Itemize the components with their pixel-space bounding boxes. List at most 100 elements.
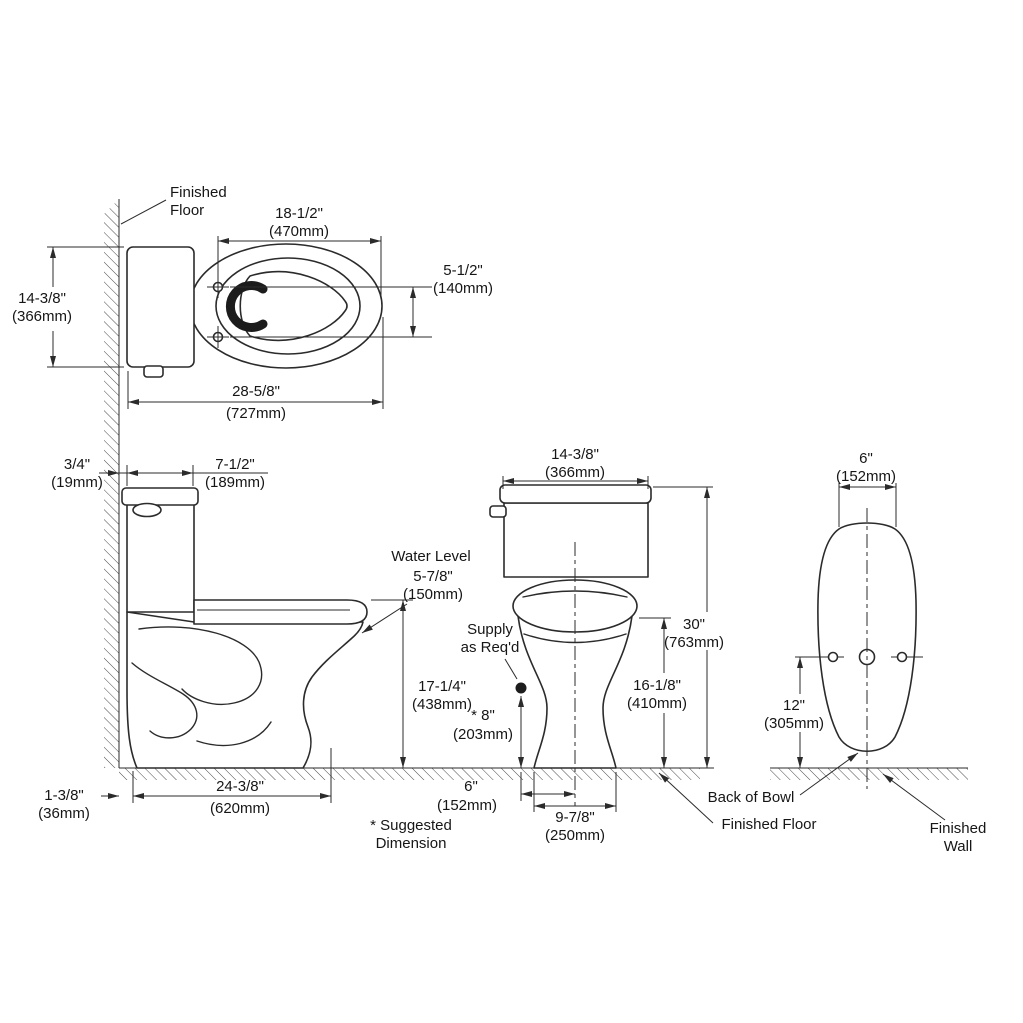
- dim-seat-height-in: 17-1/4": [418, 678, 466, 695]
- leader-line: [120, 199, 167, 225]
- leader-line: [658, 772, 714, 824]
- trapway-curve: [138, 626, 263, 706]
- dim-wall-to-front-mm: (620mm): [210, 800, 270, 817]
- supply-point: [515, 682, 527, 694]
- tank-lid-front: [499, 484, 652, 504]
- dim-rim-height-in: 16-1/8": [633, 677, 681, 694]
- back-of-bowl-label: Back of Bowl: [708, 789, 795, 806]
- label-supply: Supply as Req'd: [461, 621, 520, 656]
- dim-overall-height-mm: (763mm): [664, 634, 724, 651]
- floor-bolt-right: [896, 651, 908, 663]
- dim-tank-depth-mm: (189mm): [205, 474, 265, 491]
- dim-seat-height-mm: (438mm): [412, 696, 472, 713]
- wall-hatch: [104, 199, 119, 768]
- note-line-2: Dimension: [376, 835, 447, 852]
- dim-wall-gap-in: 3/4": [64, 456, 90, 473]
- dim-front-width-mm: (366mm): [545, 464, 605, 481]
- flush-lever-side: [132, 502, 162, 518]
- leader-line: [361, 603, 408, 634]
- back-view: [795, 508, 923, 789]
- note-line-1: * Suggested: [370, 817, 452, 834]
- dim-trap-top-width: 6" (152mm): [836, 450, 897, 527]
- note-suggested-dimension: * Suggested Dimension: [370, 817, 452, 852]
- dim-bowl-inner-length-in: 18-1/2": [275, 205, 323, 222]
- finished-wall-label-1: Finished: [930, 820, 987, 837]
- label-finished-floor-top: Finished Floor: [120, 184, 227, 225]
- dim-base-wall-gap-in: 1-3/8": [44, 787, 84, 804]
- trapway-curve: [196, 721, 272, 747]
- tank-lid-side: [121, 487, 199, 506]
- dim-front-width-in: 14-3/8": [551, 446, 599, 463]
- front-view: [489, 484, 652, 806]
- dim-plan-width: 14-3/8" (366mm): [12, 246, 124, 368]
- dim-overall-depth-mm: (727mm): [226, 405, 286, 422]
- water-level-label: Water Level: [391, 548, 470, 565]
- seat-outline-side: [193, 599, 368, 625]
- dim-supply-height-mm: (203mm): [453, 726, 513, 743]
- dim-tank-depth-in: 7-1/2": [215, 456, 255, 473]
- label-finished-floor-front: Finished Floor: [658, 772, 817, 833]
- dim-wall-to-front: 24-3/8" (620mm): [133, 748, 332, 817]
- dim-overall-depth-in: 28-5/8": [232, 383, 280, 400]
- dim-supply-offset: 6" (152mm): [437, 772, 575, 814]
- dim-outlet-height: 12" (305mm): [764, 657, 824, 768]
- tank-outline-front: [503, 502, 649, 578]
- supply-leader-line: [504, 658, 518, 680]
- back-wall-hatch: [770, 768, 968, 780]
- trip-lever-top: [143, 365, 164, 378]
- floor-section-main: [119, 767, 714, 780]
- seat-inner-arc: [522, 590, 628, 598]
- dim-base-width-in: 9-7/8": [555, 809, 595, 826]
- dim-base-width: 9-7/8" (250mm): [533, 772, 617, 844]
- dim-plan-width-mm: (366mm): [12, 308, 72, 325]
- wall-section: [104, 199, 120, 768]
- dim-trap-top-width-mm: (152mm): [836, 468, 896, 485]
- dim-outlet-height-mm: (305mm): [764, 715, 824, 732]
- flush-lever-front: [489, 505, 507, 518]
- seat-bolt-hole-upper: [207, 276, 229, 298]
- top-view: [126, 243, 383, 378]
- dim-wall-gap-and-tank-depth: 3/4" (19mm) 7-1/2" (189mm): [51, 456, 268, 491]
- dim-overall-height: 30" (763mm): [653, 486, 724, 768]
- pedestal-outline-side: [126, 611, 364, 769]
- label-water-level: Water Level 5-7/8" (150mm): [361, 548, 471, 634]
- dim-plan-width-in: 14-3/8": [18, 290, 66, 307]
- floor-bolt-left: [827, 651, 839, 663]
- dim-trap-top-width-in: 6": [859, 450, 873, 467]
- trapway-curve: [131, 662, 198, 739]
- dim-overall-depth: 28-5/8" (727mm): [127, 317, 384, 422]
- dim-water-level-in: 5-7/8": [413, 568, 453, 585]
- label-finished-wall: Finished Wall: [882, 773, 987, 855]
- trap-opening-shape: [225, 281, 268, 332]
- finished-floor-top-label-1: Finished: [170, 184, 227, 201]
- label-back-of-bowl: Back of Bowl: [708, 752, 859, 806]
- dim-outlet-height-in: 12": [783, 697, 805, 714]
- tank-outline-top: [126, 246, 195, 368]
- side-view: [121, 487, 368, 769]
- finished-floor-front-label: Finished Floor: [721, 816, 816, 833]
- dim-front-width: 14-3/8" (366mm): [502, 446, 649, 489]
- dim-bowl-inner-length: 18-1/2" (470mm): [217, 205, 382, 298]
- dim-bowl-inner-length-mm: (470mm): [269, 223, 329, 240]
- finished-wall-label-2: Wall: [944, 838, 973, 855]
- finished-floor-top-label-2: Floor: [170, 202, 204, 219]
- dim-seat-height: 17-1/4" (438mm): [371, 599, 472, 768]
- leader-line: [799, 752, 859, 796]
- dim-bolt-spread: 5-1/2" (140mm): [230, 262, 493, 338]
- dim-wall-to-front-in: 24-3/8": [216, 778, 264, 795]
- seat-bolt-hole-lower: [207, 326, 229, 348]
- supply-label-2: as Req'd: [461, 639, 520, 656]
- rim-lower-arc: [523, 633, 627, 644]
- dim-rim-height-mm: (410mm): [627, 695, 687, 712]
- dim-supply-height: * 8" (203mm): [453, 696, 524, 768]
- dim-wall-gap-mm: (19mm): [51, 474, 103, 491]
- dim-supply-offset-in: 6": [464, 778, 478, 795]
- dim-water-level-mm: (150mm): [403, 586, 463, 603]
- dim-supply-height-in: * 8": [471, 707, 495, 724]
- floor-hatch: [119, 768, 700, 780]
- dim-overall-height-in: 30": [683, 616, 705, 633]
- dim-base-width-mm: (250mm): [545, 827, 605, 844]
- leader-line: [882, 773, 946, 821]
- tank-outline-side: [126, 503, 195, 613]
